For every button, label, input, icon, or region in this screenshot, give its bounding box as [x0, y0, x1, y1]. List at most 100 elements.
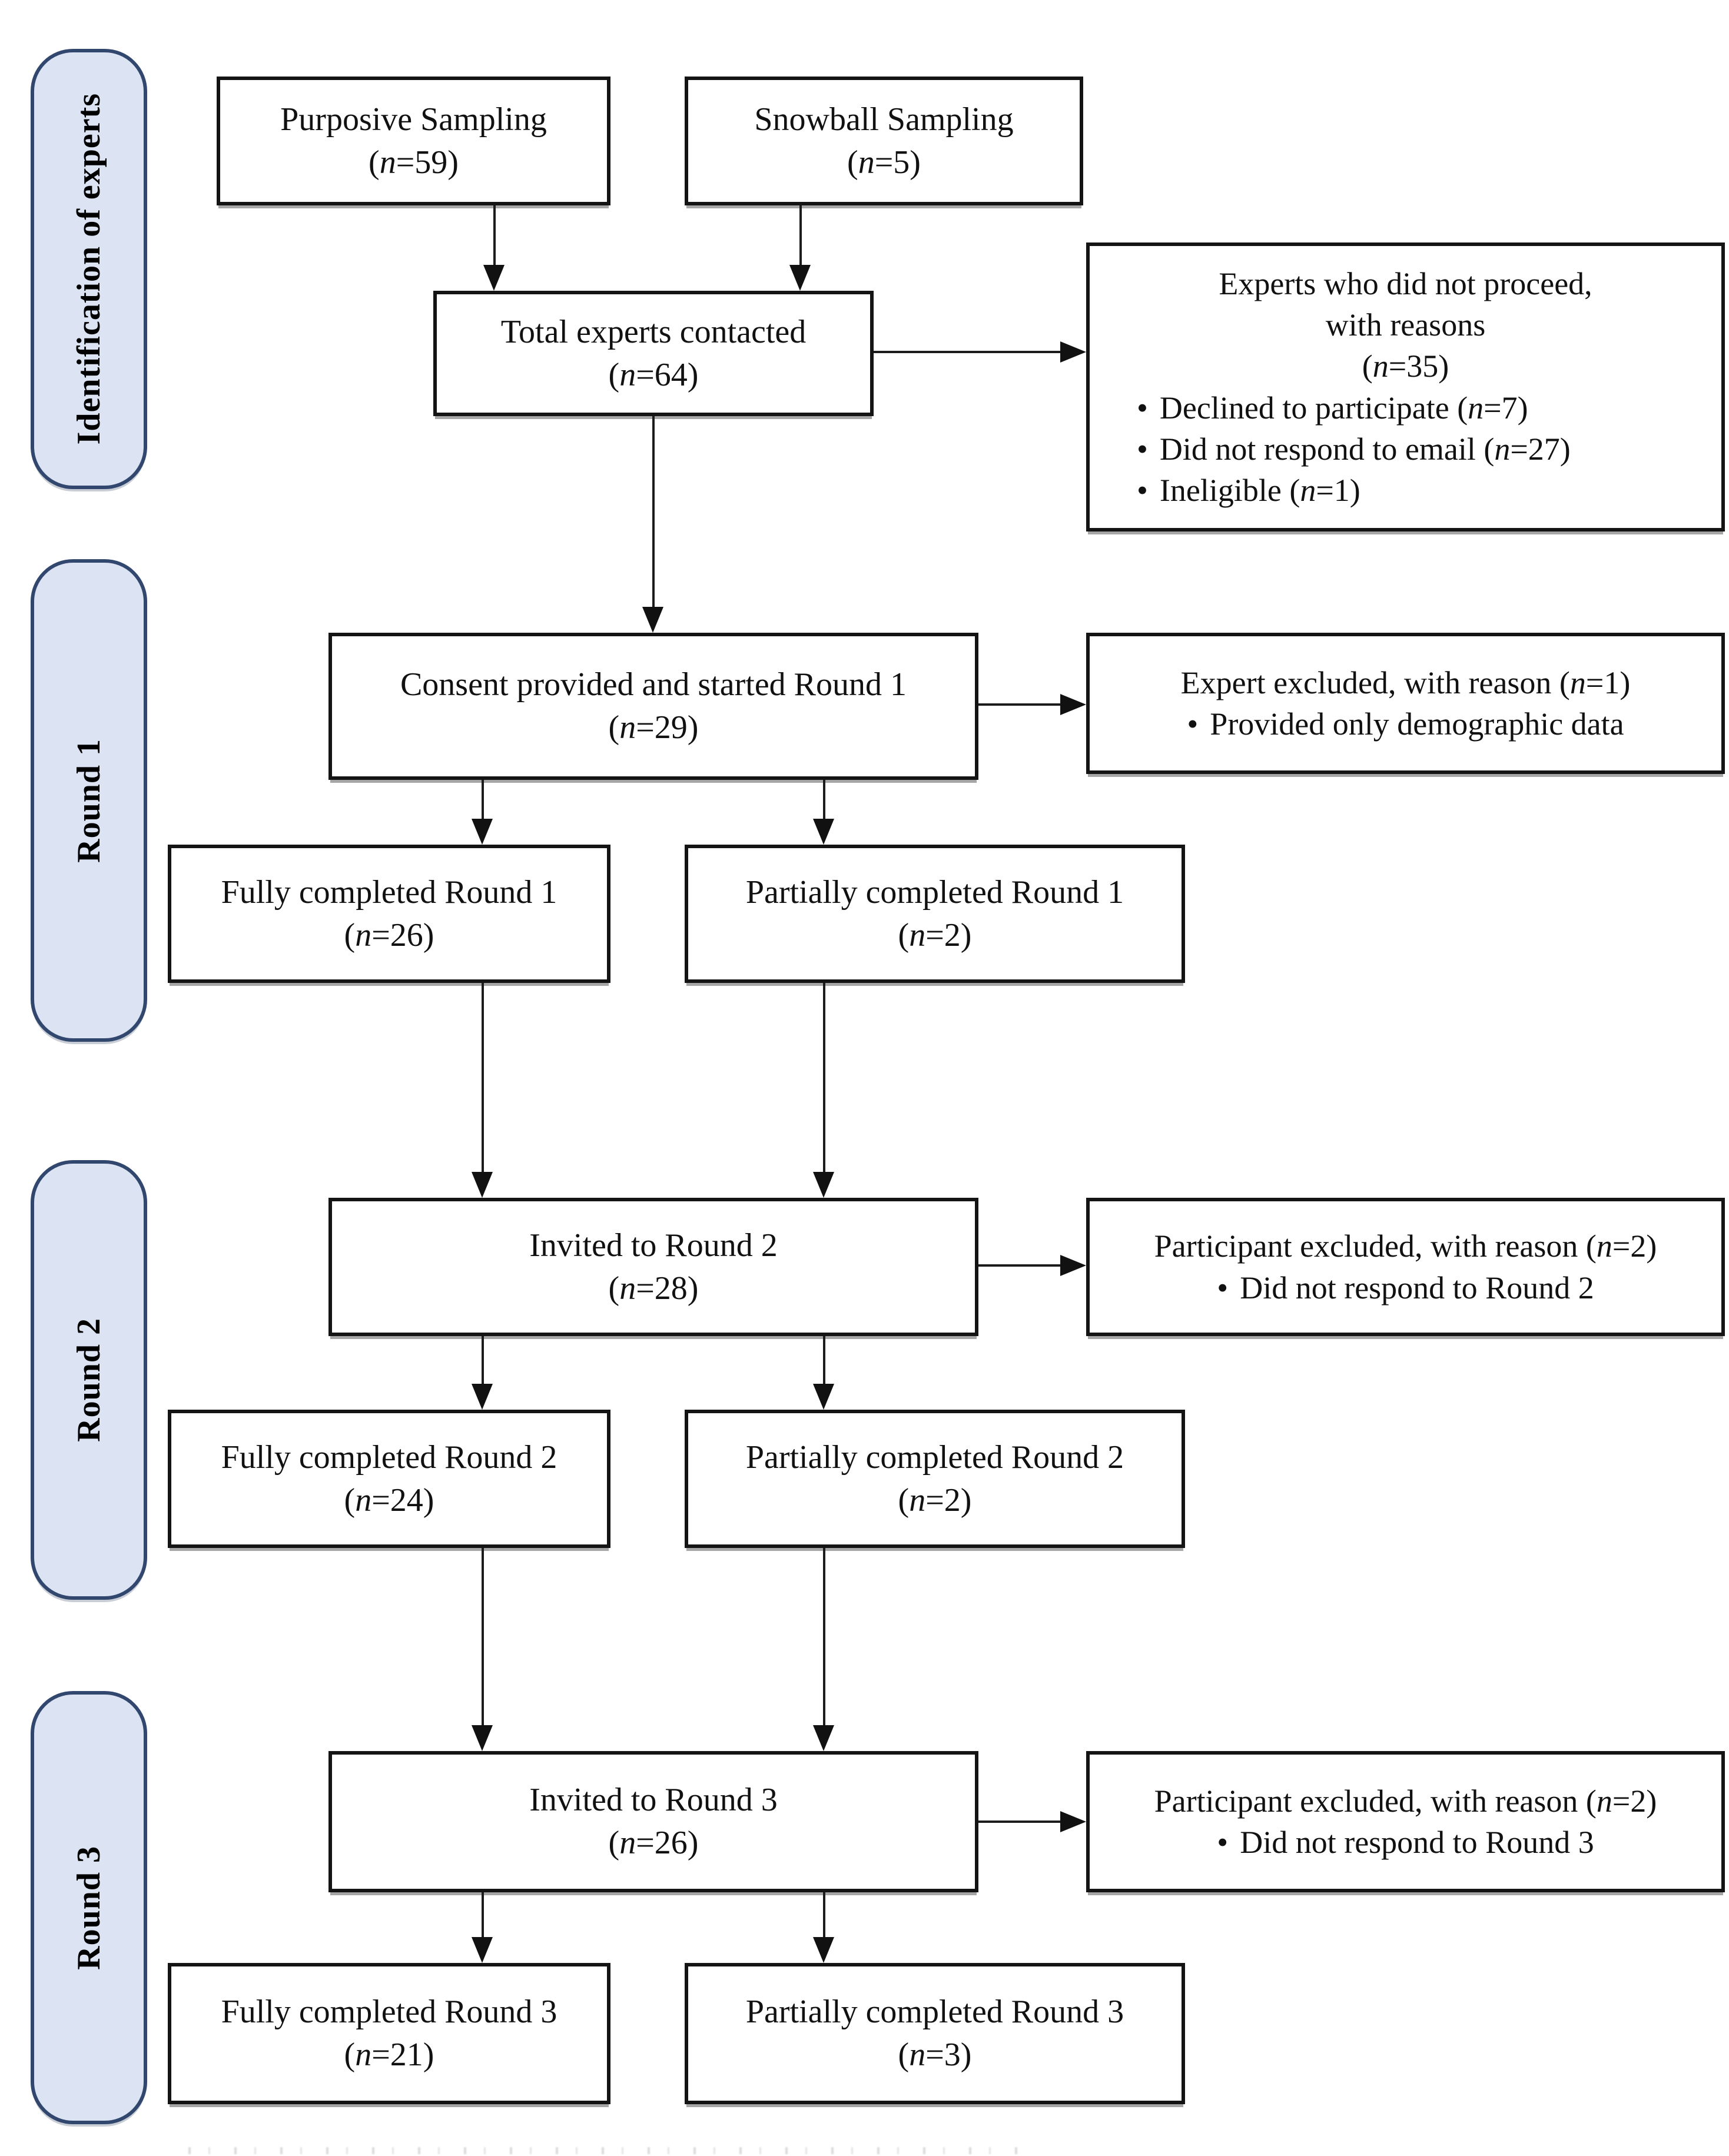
excl-title-line: with reasons [1325, 307, 1486, 343]
node-label: Invited to Round 2 [529, 1227, 778, 1264]
node-purposive-sampling: Purposive Sampling (n=59) [217, 77, 610, 205]
arrow-snowball-to-total [799, 205, 802, 265]
arrowhead-right-icon [1060, 1255, 1086, 1276]
node-label: Total experts contacted [500, 313, 807, 350]
bullet-icon: • [1137, 472, 1148, 508]
bullet-icon: • [1137, 431, 1148, 467]
arrow-fully-r1-to-invited-r2 [482, 983, 484, 1172]
node-count: (n=2) [898, 1481, 972, 1519]
node-count: (n=29) [608, 709, 699, 746]
arrow-total-to-not-proceed [874, 351, 1060, 353]
arrow-invited-r2-to-fully-r2 [482, 1336, 484, 1384]
excl-bullet: • Declined to participate (n=7) [1137, 387, 1528, 428]
arrowhead-down-icon [472, 1384, 493, 1410]
node-label: Fully completed Round 1 [221, 873, 557, 911]
arrow-total-to-consent [652, 416, 655, 607]
node-label: Consent provided and started Round 1 [400, 666, 907, 703]
arrow-purposive-to-total [493, 205, 496, 265]
arrow-consent-to-excluded-r1 [978, 703, 1060, 706]
arrow-partially-r1-to-invited-r2 [823, 983, 825, 1172]
arrowhead-down-icon [813, 1384, 834, 1410]
excl-title-line: Participant excluded, with reason (n=2) [1154, 1783, 1657, 1819]
arrowhead-down-icon [789, 265, 811, 291]
excl-bullet: • Did not respond to email (n=27) [1137, 428, 1571, 470]
node-label: Purposive Sampling [280, 101, 547, 138]
arrowhead-right-icon [1060, 694, 1086, 715]
node-count: (n=3) [898, 2037, 972, 2073]
stage-label-round-2: Round 2 [31, 1160, 147, 1600]
excl-bullet: • Did not respond to Round 2 [1217, 1267, 1594, 1308]
node-invited-round-2: Invited to Round 2 (n=28) [328, 1198, 978, 1336]
node-label: Fully completed Round 3 [221, 1994, 557, 2031]
arrowhead-right-icon [1060, 341, 1086, 363]
excl-count: (n=35) [1362, 348, 1449, 384]
arrow-consent-to-partially-r1 [823, 780, 825, 819]
stage-label-round-3: Round 3 [31, 1691, 147, 2124]
excl-bullet: • Did not respond to Round 3 [1217, 1822, 1594, 1863]
node-snowball-sampling: Snowball Sampling (n=5) [685, 77, 1083, 205]
arrow-partially-r2-to-invited-r3 [823, 1548, 825, 1725]
node-count: (n=2) [898, 916, 972, 954]
arrowhead-down-icon [813, 1937, 834, 1963]
node-consent-round-1: Consent provided and started Round 1 (n=… [328, 633, 978, 780]
cropped-caption-fragment [188, 2147, 1024, 2154]
excl-title-line: Expert excluded, with reason (n=1) [1180, 665, 1631, 700]
excl-bullet-list: • Declined to participate (n=7) • Did no… [1104, 387, 1707, 511]
excl-title-line: Participant excluded, with reason (n=2) [1154, 1228, 1657, 1264]
bullet-icon: • [1217, 1270, 1229, 1305]
node-label: Snowball Sampling [754, 101, 1014, 138]
node-count: (n=59) [369, 144, 459, 181]
arrow-fully-r2-to-invited-r3 [482, 1548, 484, 1725]
arrow-invited-r2-to-partially-r2 [823, 1336, 825, 1384]
arrowhead-down-icon [813, 819, 834, 845]
arrowhead-down-icon [472, 1937, 493, 1963]
excl-title-line: Experts who did not proceed, [1219, 265, 1592, 301]
node-fully-completed-round-2: Fully completed Round 2 (n=24) [168, 1410, 610, 1548]
stage-label-identification: Identification of experts [31, 49, 147, 489]
arrowhead-down-icon [813, 1172, 834, 1198]
arrowhead-down-icon [642, 607, 663, 633]
node-experts-not-proceed: Experts who did not proceed, with reason… [1086, 242, 1725, 531]
arrowhead-right-icon [1060, 1811, 1086, 1832]
arrowhead-down-icon [813, 1725, 834, 1751]
arrowhead-down-icon [483, 265, 505, 291]
node-count: (n=26) [344, 916, 434, 954]
node-label: Fully completed Round 2 [221, 1439, 557, 1476]
node-count: (n=64) [608, 356, 699, 393]
node-excluded-round-2: Participant excluded, with reason (n=2) … [1086, 1198, 1725, 1336]
node-count: (n=28) [608, 1270, 699, 1307]
node-count: (n=24) [344, 1481, 434, 1519]
node-partially-completed-round-3: Partially completed Round 3 (n=3) [685, 1963, 1185, 2104]
node-label: Partially completed Round 2 [745, 1439, 1124, 1476]
stage-label-text: Round 2 [71, 1318, 107, 1442]
bullet-icon: • [1217, 1825, 1229, 1860]
node-count: (n=26) [608, 1825, 699, 1861]
node-excluded-round-3: Participant excluded, with reason (n=2) … [1086, 1751, 1725, 1892]
arrow-invited-r3-to-excluded-r3 [978, 1821, 1060, 1823]
arrowhead-down-icon [472, 1172, 493, 1198]
excl-bullet: • Provided only demographic data [1187, 703, 1624, 745]
stage-label-text: Round 1 [71, 738, 107, 863]
arrow-consent-to-fully-r1 [482, 780, 484, 819]
arrowhead-down-icon [472, 1725, 493, 1751]
arrowhead-down-icon [472, 819, 493, 845]
node-invited-round-3: Invited to Round 3 (n=26) [328, 1751, 978, 1892]
node-label: Partially completed Round 1 [745, 873, 1124, 911]
node-partially-completed-round-1: Partially completed Round 1 (n=2) [685, 845, 1185, 983]
node-excluded-round-1: Expert excluded, with reason (n=1) • Pro… [1086, 633, 1725, 774]
stage-label-round-1: Round 1 [31, 559, 147, 1042]
node-label: Partially completed Round 3 [745, 1994, 1124, 2031]
stage-label-text: Identification of experts [71, 93, 107, 445]
arrow-invited-r2-to-excluded-r2 [978, 1264, 1060, 1267]
node-fully-completed-round-1: Fully completed Round 1 (n=26) [168, 845, 610, 983]
arrow-invited-r3-to-partially-r3 [823, 1892, 825, 1937]
node-total-experts-contacted: Total experts contacted (n=64) [433, 291, 874, 416]
node-partially-completed-round-2: Partially completed Round 2 (n=2) [685, 1410, 1185, 1548]
bullet-icon: • [1187, 706, 1199, 742]
node-fully-completed-round-3: Fully completed Round 3 (n=21) [168, 1963, 610, 2104]
node-count: (n=5) [847, 144, 921, 181]
excl-bullet: • Ineligible (n=1) [1137, 470, 1360, 511]
stage-label-text: Round 3 [71, 1845, 107, 1970]
node-count: (n=21) [344, 2037, 434, 2073]
